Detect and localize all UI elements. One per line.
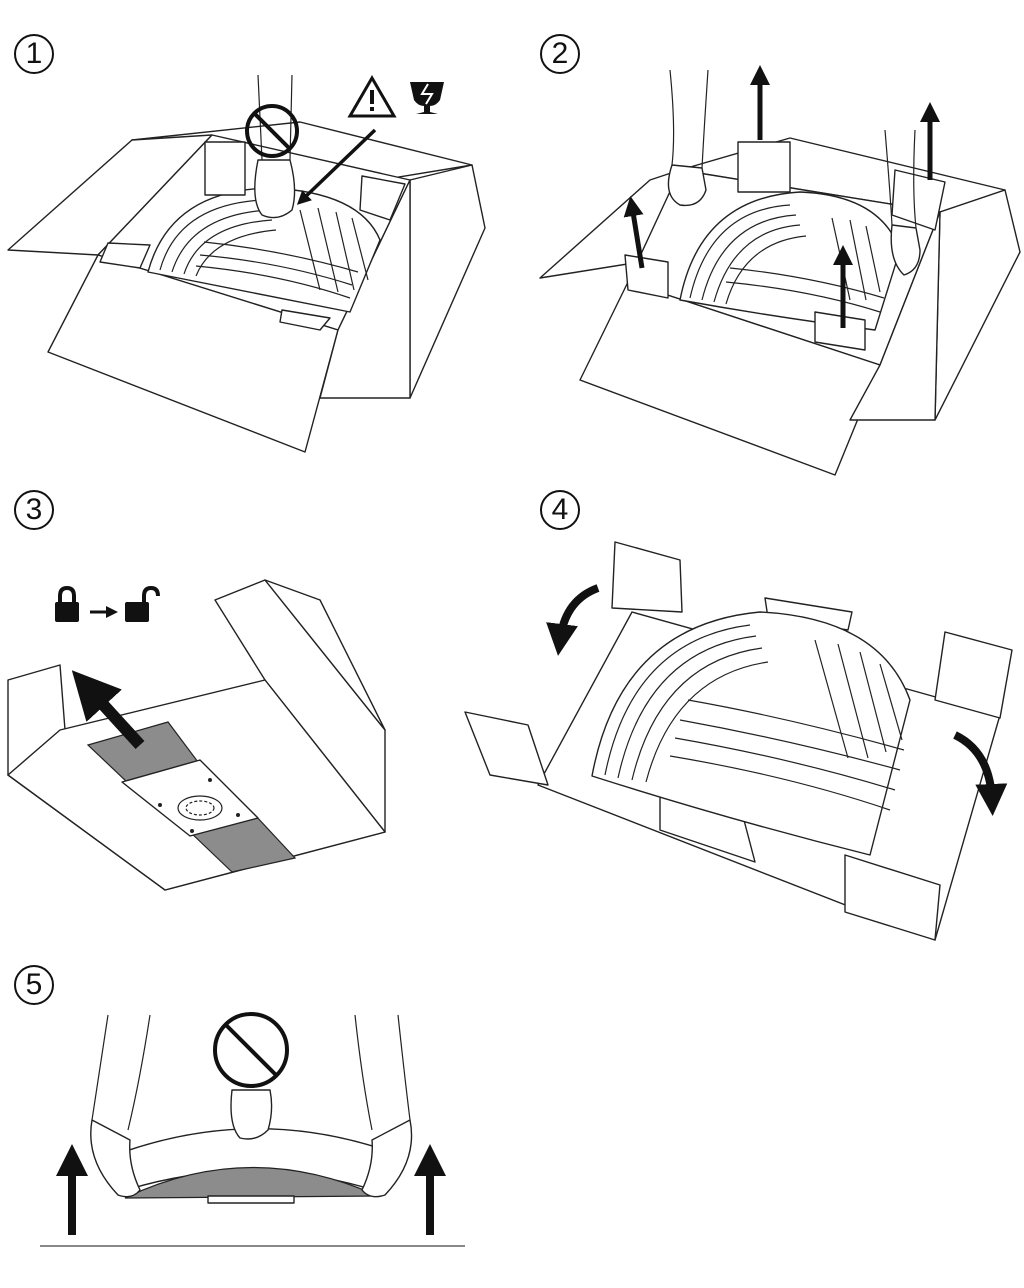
mount-plate xyxy=(121,759,259,837)
step-5-illustration xyxy=(40,1014,465,1247)
step-1-illustration xyxy=(7,74,486,453)
product-dome xyxy=(147,187,381,313)
product-dome xyxy=(591,611,911,856)
step-2-illustration xyxy=(539,65,1021,476)
unlock-icon xyxy=(125,585,160,622)
step-3-illustration xyxy=(7,579,386,891)
step-number-3: 3 xyxy=(14,490,54,530)
fragile-icon xyxy=(410,82,444,114)
step-4-illustration xyxy=(464,541,1013,941)
step-number-1: 1 xyxy=(14,34,54,74)
lift-arrow-icon xyxy=(623,65,940,328)
no-touch-icon xyxy=(245,104,299,158)
step-number-2: 2 xyxy=(540,34,580,74)
warning-icon xyxy=(347,75,397,118)
rotate-arrow-icon xyxy=(546,584,1008,816)
step-number-5: 5 xyxy=(14,965,54,1005)
lift-arrow-icon xyxy=(56,1144,446,1235)
no-touch-icon xyxy=(213,1012,289,1088)
step-number-4: 4 xyxy=(540,490,580,530)
lock-icon xyxy=(55,585,79,622)
